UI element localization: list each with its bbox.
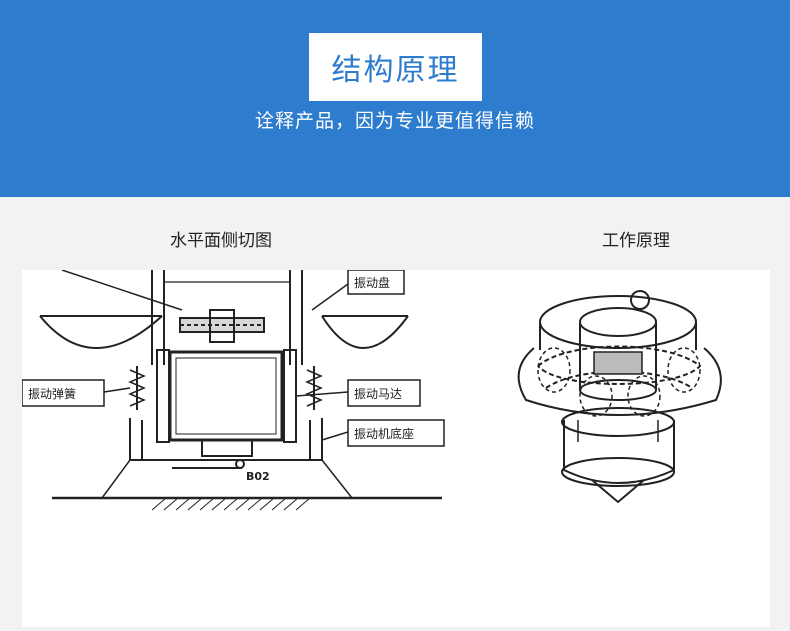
machine-base-outline [129, 418, 323, 461]
bowl-top-rim [539, 295, 697, 349]
base-housing [563, 420, 675, 484]
screen-mesh [593, 351, 643, 375]
side-section-diagram-panel: 振动盘 振动弹簧 振动马达 振动机底座 B02 [21, 269, 468, 627]
section-title: 结构原理 [309, 33, 482, 101]
section-subtitle: 诠释产品，因为专业更值得信赖 [254, 110, 535, 132]
spring-left [128, 369, 146, 407]
label-box-vibrating-spring [21, 379, 105, 407]
label-box-machine-base [347, 419, 445, 447]
label-vibrating-plate: 振动盘 [354, 275, 390, 290]
label-vibrating-motor: 振动马达 [354, 387, 402, 401]
label-vibrating-spring: 振动弹簧 [28, 386, 76, 401]
working-principle-diagram [517, 290, 722, 504]
left-bowl [39, 315, 163, 349]
working-principle-diagram-panel [468, 270, 770, 627]
label-box-vibrating-motor [347, 379, 421, 407]
label-part-code: B02 [246, 470, 270, 483]
side-section-diagram: 振动盘 振动弹簧 振动马达 振动机底座 B02 [21, 269, 445, 511]
pointer-line [61, 269, 183, 311]
motor-body [168, 350, 284, 442]
spring-right [305, 369, 323, 407]
caption-side-section: 水平面侧切图 [170, 231, 272, 251]
right-bowl [321, 315, 409, 349]
label-machine-base: 振动机底座 [354, 426, 414, 441]
caption-working-principle: 工作原理 [602, 231, 670, 251]
label-box-vibrating-plate [347, 269, 405, 295]
